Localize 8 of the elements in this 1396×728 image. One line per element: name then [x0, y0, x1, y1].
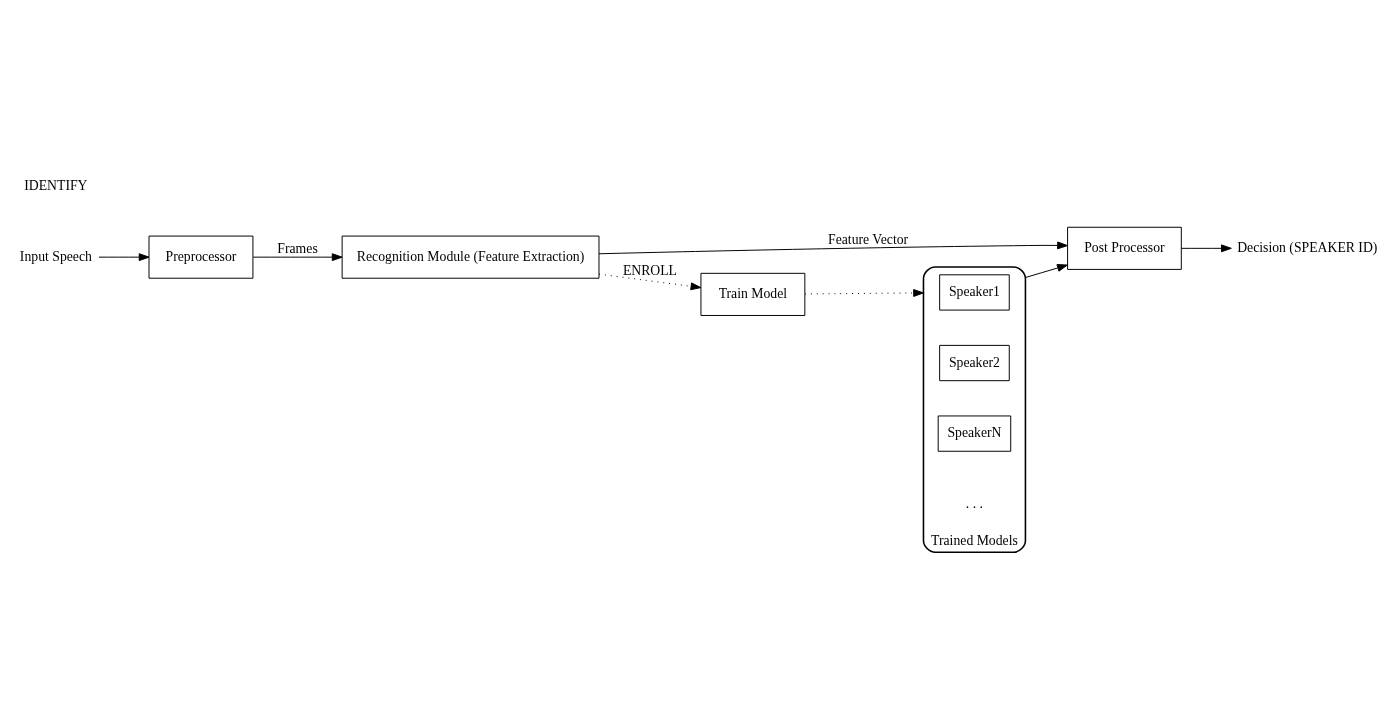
- node-text: Decision (SPEAKER ID): [1237, 239, 1378, 255]
- edge-label: Feature Vector: [828, 231, 909, 247]
- node-label: Trained Models: [931, 532, 1018, 548]
- label: . . .: [965, 495, 984, 511]
- node-text: Input Speech: [19, 248, 92, 264]
- edge-label: Frames: [277, 240, 318, 256]
- label: IDENTIFY: [24, 177, 88, 193]
- edge-label: ENROLL: [622, 262, 678, 278]
